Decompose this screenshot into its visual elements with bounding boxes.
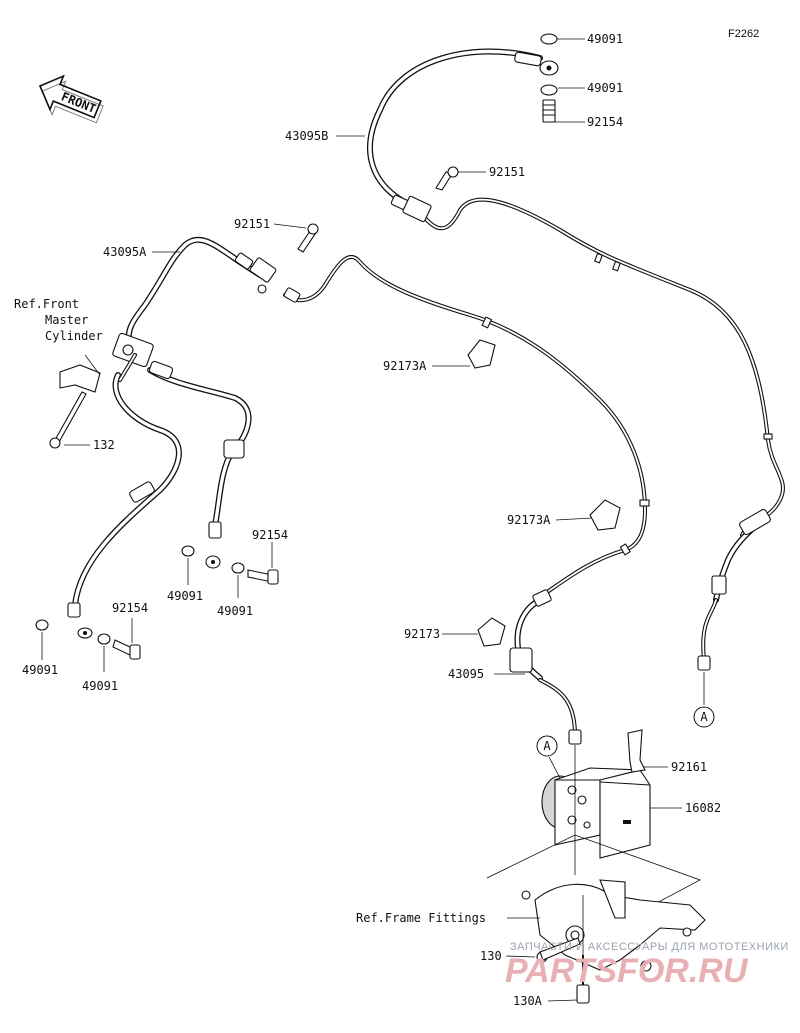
frame-bracket <box>486 834 706 972</box>
banjo-top <box>539 33 559 123</box>
label-ref-frame-fittings: Ref.Frame Fittings <box>356 911 486 925</box>
bolt-130 <box>536 937 581 963</box>
label-92154-mid: 92154 <box>252 528 288 542</box>
washers-mid <box>181 545 279 585</box>
label-92173A-lower: 92173A <box>507 513 551 527</box>
label-49091-low1: 49091 <box>22 663 58 677</box>
label-ref-front-3: Cylinder <box>45 329 103 343</box>
label-130A: 130A <box>513 994 543 1008</box>
label-92173: 92173 <box>404 627 440 641</box>
label-49091-top2: 49091 <box>587 81 623 95</box>
label-16082: 16082 <box>685 801 721 815</box>
label-ref-front-1: Ref.Front <box>14 297 79 311</box>
label-43095: 43095 <box>448 667 484 681</box>
label-49091-mid1: 49091 <box>167 589 203 603</box>
washers-low <box>35 619 141 660</box>
clamp-92173 <box>477 617 506 647</box>
label-92161: 92161 <box>671 760 707 774</box>
hose-left-lower <box>67 372 182 639</box>
clamp-92173A-upper <box>467 339 496 369</box>
connector-a-right: A <box>693 706 715 728</box>
label-92151-right: 92151 <box>489 165 525 179</box>
junction-92151-left <box>297 223 319 253</box>
label-43095A: 43095A <box>103 245 147 259</box>
leader-lines <box>41 38 705 1002</box>
hose-43095 <box>509 589 582 745</box>
label-49091-top1: 49091 <box>587 32 623 46</box>
label-92154-low: 92154 <box>112 601 148 615</box>
label-92151-left: 92151 <box>234 217 270 231</box>
connector-a-abs: A <box>536 735 558 757</box>
front-arrow-icon: FRONT <box>38 74 104 124</box>
label-49091-low2: 49091 <box>82 679 118 693</box>
label-92154-top: 92154 <box>587 115 623 129</box>
pipe-right-upper <box>423 197 785 537</box>
master-cylinder-junction <box>112 332 154 382</box>
junction-92151-right <box>402 166 459 223</box>
figure-code: F2262 <box>728 28 759 40</box>
label-43095B: 43095B <box>285 129 328 143</box>
label-130: 130 <box>480 949 502 963</box>
hose-right-to-A <box>697 508 771 671</box>
watermark-logo: PARTSFOR.RU <box>505 952 749 990</box>
watermark-tagline: ЗАПЧАСТИ И АКСЕССУАРЫ ДЛЯ МОТОТЕХНИКИ <box>510 941 789 953</box>
hose-43095A <box>125 236 277 348</box>
clamp-92173A-lower <box>589 499 621 531</box>
hose-left-mid <box>147 360 252 569</box>
label-49091-mid2: 49091 <box>217 604 253 618</box>
abs-bracket-92161 <box>627 729 646 773</box>
connector-a-abs-label: A <box>543 739 551 753</box>
label-92173A-upper: 92173A <box>383 359 427 373</box>
pipe-centre <box>283 255 650 599</box>
connector-a-right-label: A <box>700 710 708 724</box>
hose-43095B <box>367 48 543 212</box>
abs-unit-16082 <box>541 767 651 859</box>
label-ref-front-2: Master <box>45 313 88 327</box>
label-132: 132 <box>93 438 115 452</box>
master-cylinder-bracket <box>59 354 101 393</box>
bolt-132 <box>49 391 87 449</box>
